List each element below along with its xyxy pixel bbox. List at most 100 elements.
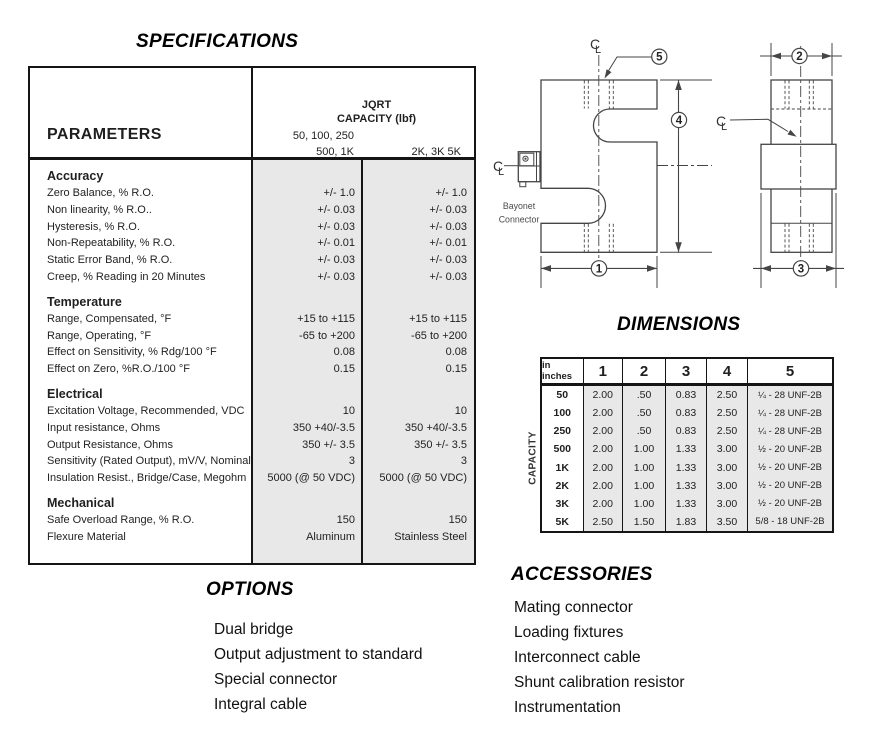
callout-2: 2 (796, 51, 802, 63)
capacity-col2-label: 2K, 3K 5K (411, 146, 461, 158)
spec-param-label: Flexure Material (47, 530, 126, 543)
dim-value-cell: 2.00 (583, 386, 623, 405)
spec-row: Range, Compensated, °F+15 to +115+15 to … (30, 311, 474, 328)
spec-value-col1: +15 to +115 (297, 312, 355, 325)
spec-value-col2: 0.08 (445, 346, 467, 359)
callout-4: 4 (676, 115, 683, 127)
dim-column-header: 4 (707, 359, 748, 383)
dim-value-cell: 1.50 (623, 512, 666, 531)
dim-value-cell: .50 (623, 422, 666, 441)
dim-value-cell: .50 (623, 404, 666, 423)
spec-value-col1: Aluminum (306, 530, 355, 543)
dimension-2: 2 (760, 43, 842, 76)
spec-value-col1: 0.15 (333, 363, 355, 376)
spec-header-rule (30, 157, 474, 160)
spec-col1-background (251, 160, 361, 563)
capacity-side-label: CAPACITY (527, 431, 539, 485)
spec-value-col1: 350 +40/-3.5 (292, 421, 355, 434)
dim-value-cell: ½ - 20 UNF-2B (748, 440, 832, 459)
spec-value-col1: +/- 1.0 (323, 187, 356, 199)
callout-5: 5 (656, 52, 663, 64)
spec-param-label: Static Error Band, % R.O. (47, 254, 173, 267)
spec-param-label: Effect on Sensitivity, % Rdg/100 °F (47, 346, 217, 359)
dimensions-title: DIMENSIONS (617, 314, 741, 335)
dim-column-header: 1 (583, 359, 623, 383)
spec-value-col2: +15 to +115 (409, 312, 467, 325)
centerline-symbol-side: C L (716, 113, 797, 137)
spec-param-label: Effect on Zero, %R.O./100 °F (47, 363, 190, 376)
spec-value-col1: +/- 0.03 (317, 203, 355, 216)
options-item: Special connector (214, 671, 338, 688)
dim-capacity-cell: 3K (542, 494, 584, 513)
accessories-title: ACCESSORIES (511, 564, 653, 585)
dim-column-header: 2 (623, 359, 666, 383)
spec-row: Non linearity, % R.O.. +/- 0.03 +/- 0.03 (30, 202, 474, 219)
spec-param-label: Range, Operating, °F (47, 329, 152, 342)
spec-row: Creep, % Reading in 20 Minutes+/- 0.03+/… (30, 269, 474, 286)
spec-value-col1: 350 +/- 3.5 (302, 438, 355, 451)
spec-section-title: Temperature (47, 294, 122, 309)
dim-capacity-cell: 50 (542, 386, 584, 405)
capacity-col1-line1: 50, 100, 250 (292, 130, 354, 142)
spec-value-col2: 350 +40/-3.5 (404, 421, 467, 434)
spec-value-col2: +/- 1.0 (435, 187, 468, 199)
dim-value-cell: 0.83 (666, 386, 707, 405)
dim-value-cell: ½ - 20 UNF-2B (748, 458, 832, 477)
spec-value-col2: 0.15 (445, 363, 467, 376)
spec-divider-2 (361, 160, 363, 563)
dim-value-cell: 1.00 (623, 476, 666, 495)
spec-param-label: Creep, % Reading in 20 Minutes (47, 270, 206, 283)
spec-divider-1 (251, 68, 253, 563)
spec-value-col2: +/- 0.03 (429, 254, 467, 267)
spec-value-col1: 10 (342, 404, 355, 417)
callout-5-leader: 5 (604, 48, 668, 79)
dim-value-cell: 3.00 (707, 458, 748, 477)
dim-column-header: 3 (666, 359, 707, 383)
spec-param-label: Input resistance, Ohms (47, 421, 161, 434)
dim-value-cell: 2.50 (707, 386, 748, 405)
dim-value-cell: 2.50 (707, 404, 748, 423)
dim-value-cell: 1.83 (666, 512, 707, 531)
accessories-item: Instrumentation (514, 699, 621, 716)
dim-value-cell: 3.00 (707, 476, 748, 495)
spec-table-header: PARAMETERS JQRT CAPACITY (lbf) 50, 100, … (30, 68, 474, 158)
bayonet-connector (504, 151, 541, 188)
spec-section-title: Electrical (47, 386, 103, 401)
spec-section-title: Mechanical (47, 495, 115, 510)
s-beam-outline (540, 79, 658, 253)
spec-param-label: Non-Repeatability, % R.O. (47, 237, 176, 250)
dim-value-cell: 1.00 (623, 440, 666, 459)
svg-text:C: C (590, 36, 600, 52)
dim-value-cell: 1.33 (666, 494, 707, 513)
dim-value-cell: ¼ - 28 UNF-2B (748, 386, 832, 405)
dim-capacity-cell: 5K (542, 512, 584, 531)
dim-value-cell: 3.50 (707, 512, 748, 531)
options-item: Output adjustment to standard (214, 646, 423, 663)
spec-col2-background (361, 160, 474, 563)
dimension-3: 3 (753, 193, 844, 288)
spec-value-col2: +/- 0.03 (429, 203, 467, 216)
spec-value-col1: 0.08 (333, 346, 355, 359)
dim-value-cell: ¼ - 28 UNF-2B (748, 404, 832, 423)
spec-value-col2: 5000 (@ 50 VDC) (379, 472, 467, 485)
spec-value-col2: 350 +/- 3.5 (414, 438, 467, 451)
specifications-title: SPECIFICATIONS (136, 31, 299, 52)
callout-1: 1 (596, 263, 603, 275)
dim-value-cell: 2.50 (707, 422, 748, 441)
dim-value-cell: 3.00 (707, 440, 748, 459)
spec-row: Range, Operating, °F-65 to +200-65 to +2… (30, 328, 474, 345)
spec-param-label: Non linearity, % R.O.. (47, 203, 152, 216)
spec-row: Sensitivity (Rated Output), mV/V, Nomina… (30, 453, 474, 470)
spec-row: Input resistance, Ohms 350 +40/-3.5 350 +4… (30, 420, 474, 437)
